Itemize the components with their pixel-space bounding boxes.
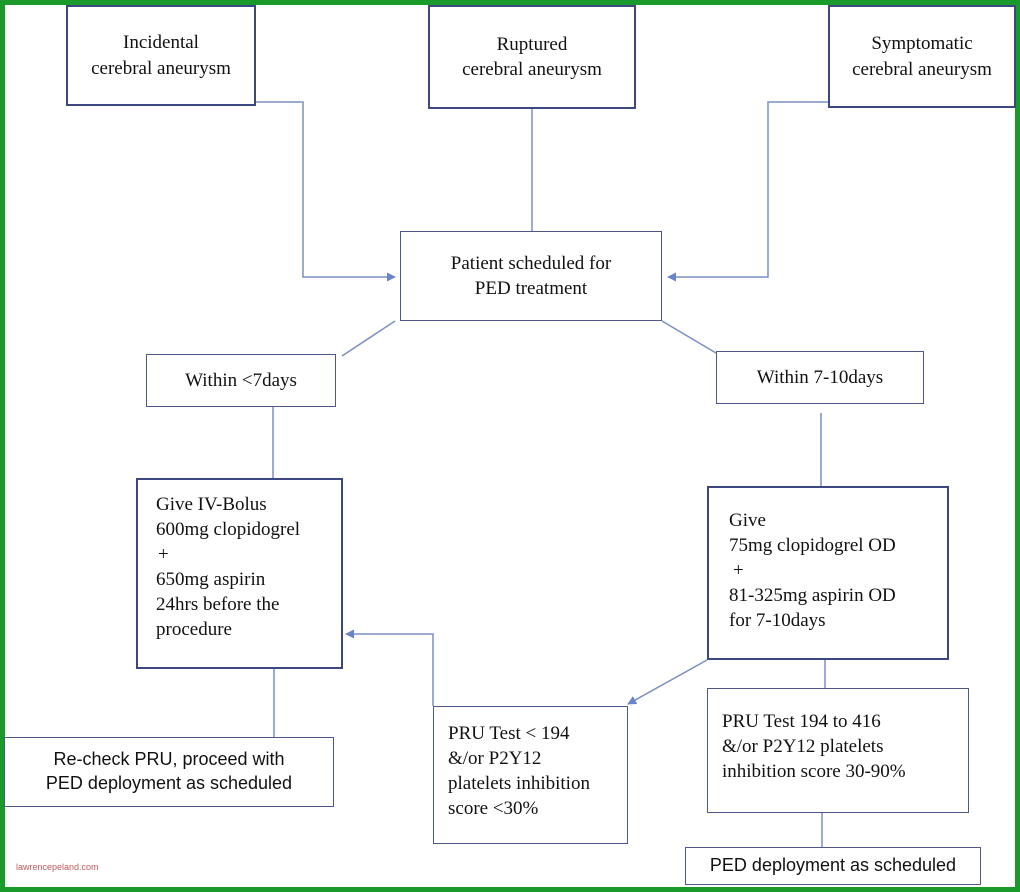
- node-ruptured-aneurysm: Ruptured cerebral aneurysm: [428, 5, 636, 109]
- node-bolus-line-1: Give IV-Bolus: [156, 494, 267, 515]
- node-recheck-pru: Re-check PRU, proceed with PED deploymen…: [4, 737, 334, 807]
- node-within-7-10-days: Within 7-10days: [716, 351, 924, 404]
- node-within-7-days: Within <7days: [146, 354, 336, 407]
- node-incidental-line-1: Incidental: [123, 32, 199, 54]
- node-symptomatic-line-1: Symptomatic: [871, 33, 973, 55]
- node-bolus-line-4: 650mg aspirin: [156, 569, 266, 591]
- node-recheck-line-1: Re-check PRU, proceed with: [53, 749, 285, 770]
- node-ruptured-line-2: cerebral aneurysm: [462, 59, 602, 80]
- node-pru-mid: PRU Test 194 to 416 &/or P2Y12 platelets…: [707, 688, 969, 813]
- node-iv-bolus: Give IV-Bolus 600mg clopidogrel + 650mg …: [136, 478, 343, 669]
- connector-daily-to-prulow: [627, 659, 708, 705]
- node-prumid-line-3: inhibition score 30-90%: [722, 761, 906, 783]
- connector-symptomatic-to-scheduled: [667, 101, 828, 282]
- node-prumid-line-2: &/or P2Y12 platelets: [722, 736, 884, 758]
- node-recheck-line-2: PED deployment as scheduled: [45, 773, 293, 793]
- node-symptomatic-aneurysm: Symptomatic cerebral aneurysm: [828, 5, 1016, 108]
- node-deploy-line-1: PED deployment as scheduled: [709, 855, 957, 876]
- node-daily-line-3: +: [733, 560, 744, 582]
- node-scheduled-line-2: PED treatment: [474, 278, 588, 299]
- connector-incidental-to-scheduled: [250, 101, 396, 282]
- node-pru-low: PRU Test < 194 &/or P2Y12 platelets inhi…: [433, 706, 628, 844]
- node-bolus-line-3: +: [158, 544, 169, 566]
- node-bolus-line-2: 600mg clopidogrel: [156, 519, 301, 541]
- node-bolus-line-6: procedure: [156, 619, 232, 641]
- node-ruptured-line-1: Ruptured: [496, 33, 568, 55]
- node-within710-line-1: Within 7-10days: [756, 366, 884, 388]
- node-scheduled-line-1: Patient scheduled for: [450, 252, 612, 274]
- node-prulow-line-4: score <30%: [448, 798, 539, 820]
- node-incidental-aneurysm: Incidental cerebral aneurysm: [66, 5, 256, 106]
- node-daily-line-2: 75mg clopidogrel OD: [729, 535, 896, 557]
- watermark-text: lawrencepeland.com: [16, 862, 99, 872]
- node-daily-line-5: for 7-10days: [729, 610, 826, 632]
- node-prumid-line-1: PRU Test 194 to 416: [722, 711, 881, 732]
- node-daily-line-4: 81-325mg aspirin OD: [729, 585, 896, 607]
- node-daily-line-1: Give: [729, 510, 766, 531]
- node-daily-dosing: Give 75mg clopidogrel OD + 81-325mg aspi…: [707, 486, 949, 660]
- node-incidental-line-2: cerebral aneurysm: [91, 57, 231, 79]
- node-patient-scheduled: Patient scheduled for PED treatment: [400, 231, 662, 321]
- connector-prulow-to-bolus: [345, 629, 434, 706]
- node-ped-deployment: PED deployment as scheduled: [685, 847, 981, 885]
- connector-scheduled-to-within7: [341, 320, 396, 357]
- node-prulow-line-3: platelets inhibition: [448, 773, 590, 795]
- node-prulow-line-1: PRU Test < 194: [448, 723, 570, 744]
- node-symptomatic-line-2: cerebral aneurysm: [852, 58, 992, 80]
- node-bolus-line-5: 24hrs before the: [156, 594, 280, 616]
- node-prulow-line-2: &/or P2Y12: [448, 748, 542, 770]
- connector-scheduled-to-within710: [661, 320, 717, 354]
- node-within7-line-1: Within <7days: [185, 369, 297, 391]
